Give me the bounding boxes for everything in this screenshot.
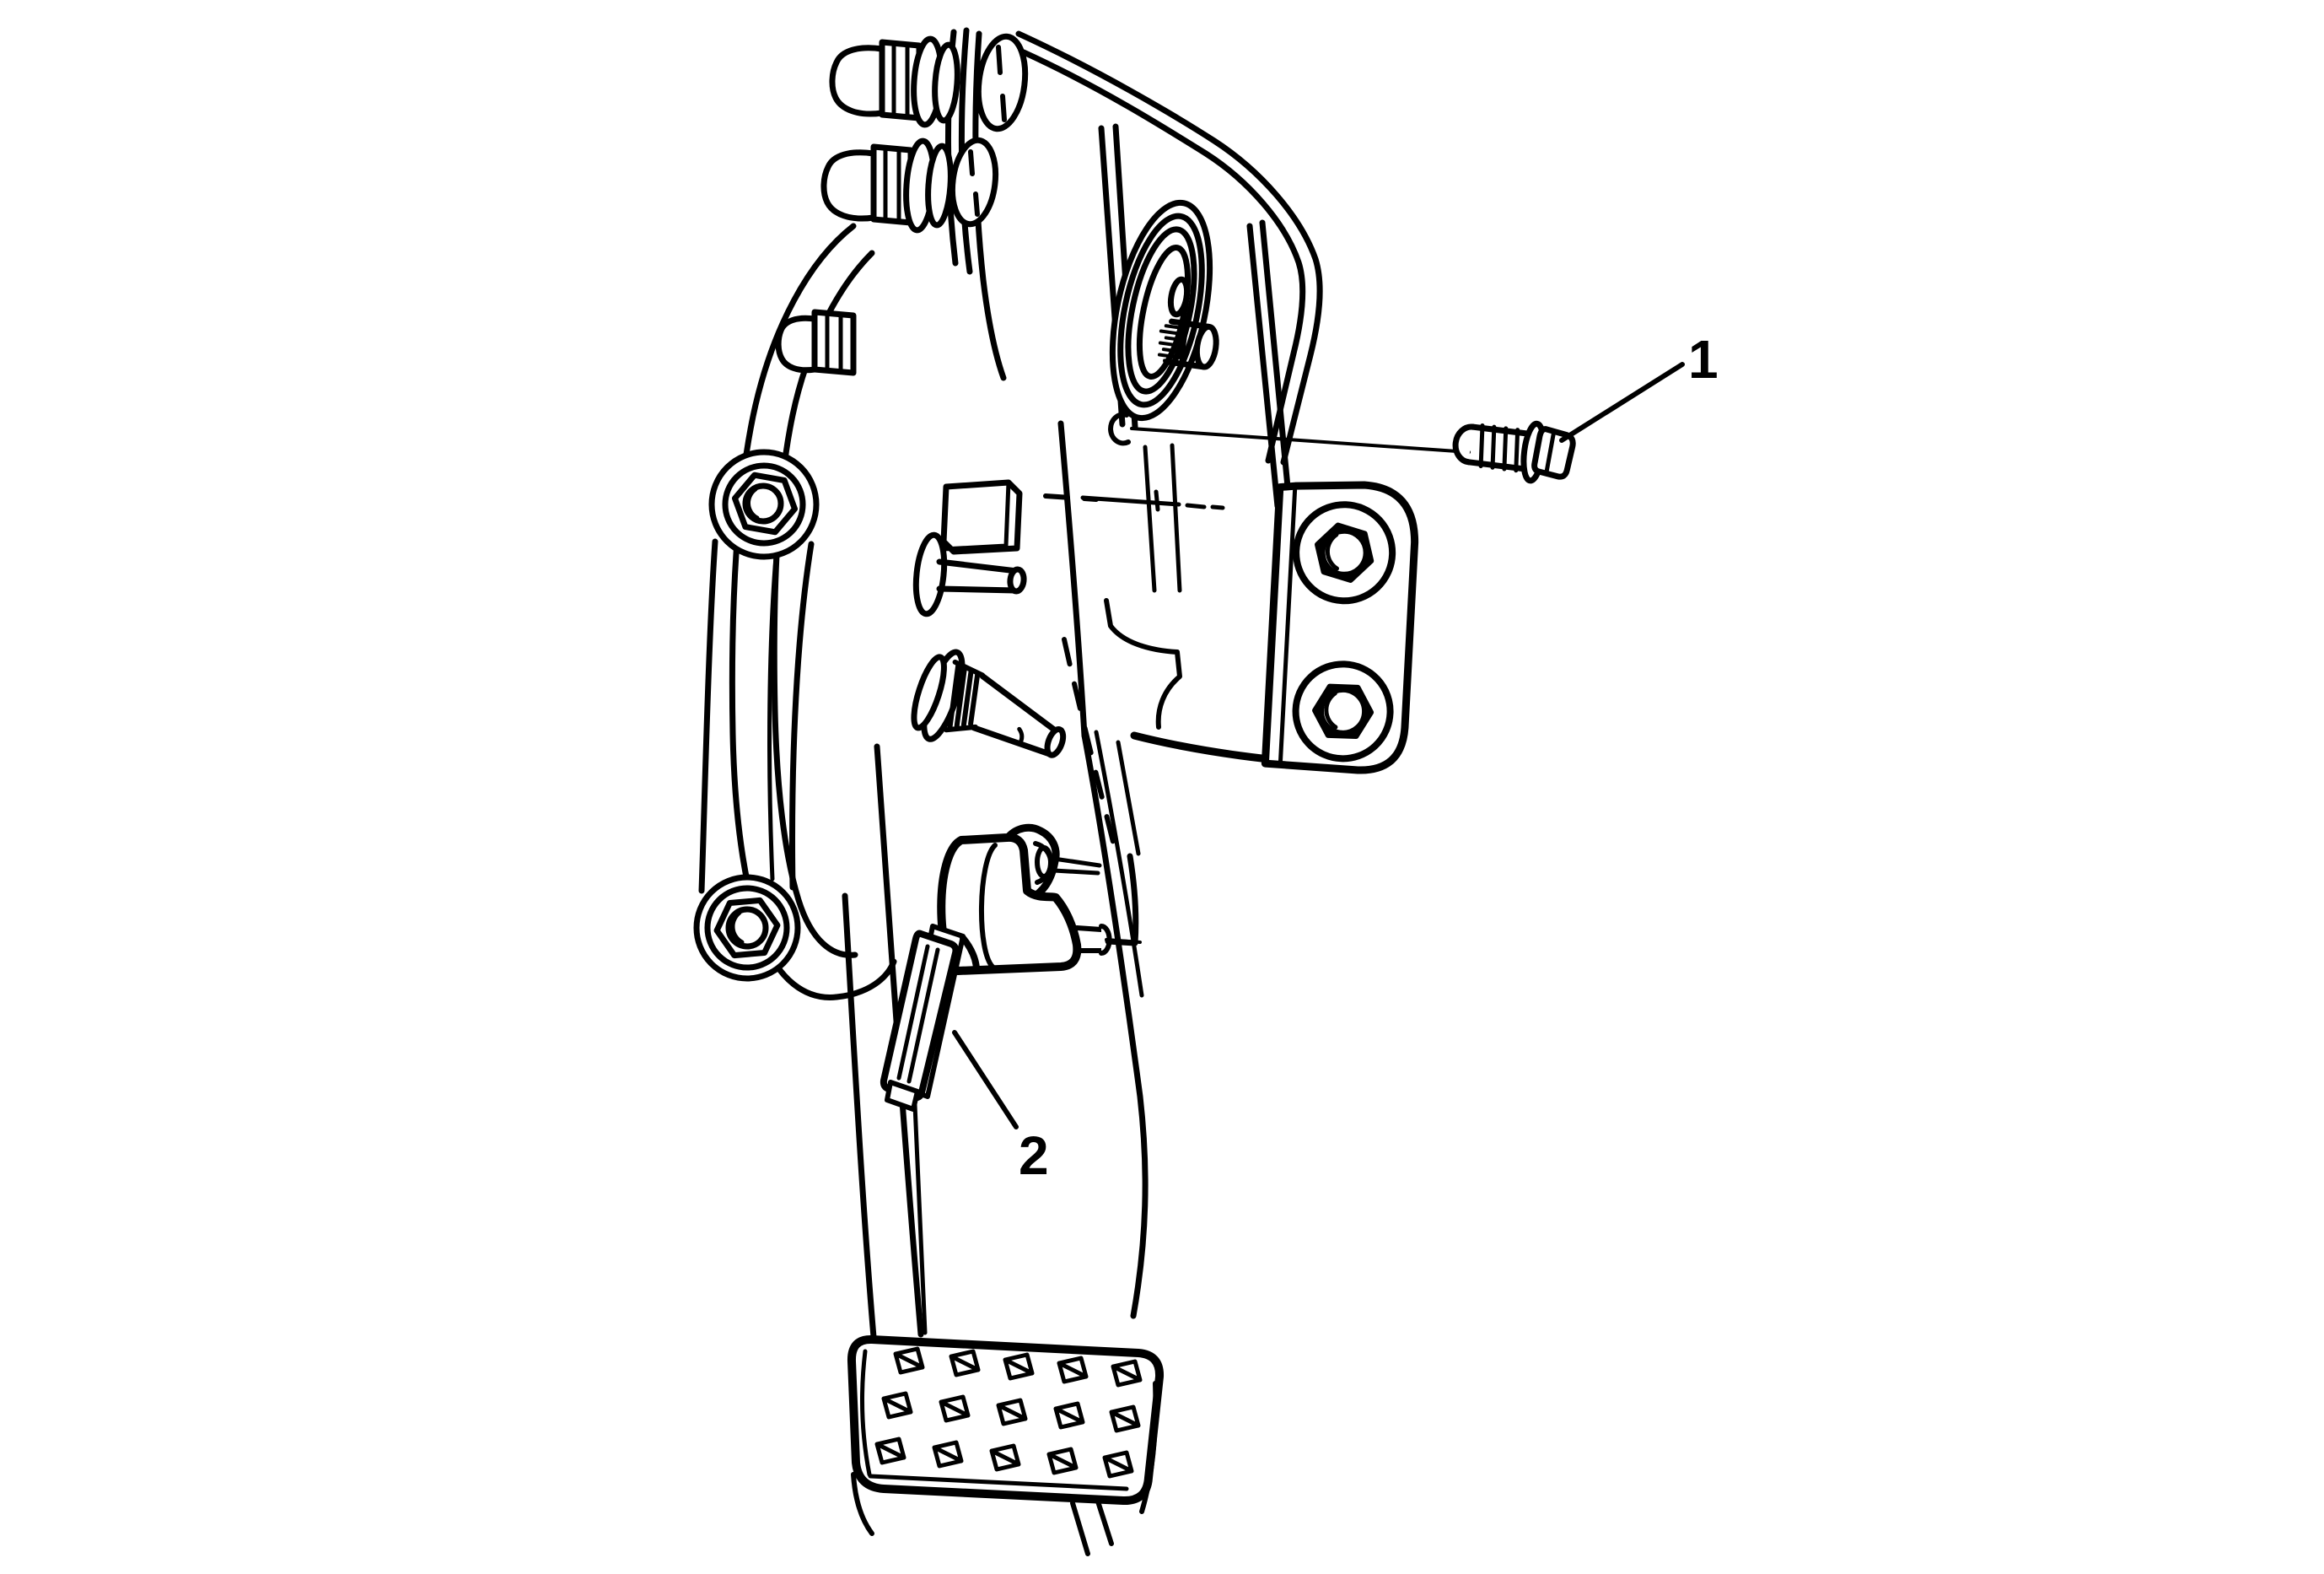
switch-mount-plate-edge — [1105, 853, 1139, 946]
pedal-stop-block — [940, 479, 1023, 555]
grooved-retainer-pin — [911, 649, 1067, 758]
clevis-pin — [912, 531, 1027, 617]
splined-shaft — [1157, 318, 1219, 370]
stop-lamp-switch — [880, 823, 1142, 1112]
bolt-hole — [1108, 412, 1131, 446]
pedal-arm — [842, 420, 1149, 1340]
mounting-stud-middle — [820, 137, 954, 234]
pad-grip-squares — [874, 1346, 1143, 1479]
mounting-stud-lower — [775, 309, 857, 376]
callout-1: 1 — [1559, 329, 1719, 443]
hidden-pin-line — [1080, 489, 1225, 512]
bolt-axis-line — [1130, 427, 1471, 454]
mounting-stud-top — [829, 35, 960, 128]
mounting-bolt — [1452, 420, 1576, 484]
switch-connector-blade — [880, 924, 980, 1112]
brake-pedal-pad — [847, 1335, 1164, 1556]
bolt-axis — [1108, 412, 1471, 454]
bracket-outline — [1015, 30, 1352, 768]
bracket-oval-bosses — [949, 33, 1029, 228]
hidden-edge-dashes — [1043, 493, 1119, 858]
pedal-pivot-boss — [1109, 199, 1219, 422]
callout-1-label: 1 — [1688, 329, 1719, 390]
bracket-right-tab — [1261, 481, 1419, 774]
callout-2-label: 2 — [1019, 1125, 1049, 1186]
pedal-pivot-link — [693, 449, 820, 982]
callout-2: 2 — [952, 1030, 1049, 1186]
callout-2-leader — [952, 1030, 1019, 1129]
callout-1-leader — [1559, 362, 1685, 443]
pivot-oval-hole — [1167, 276, 1191, 318]
